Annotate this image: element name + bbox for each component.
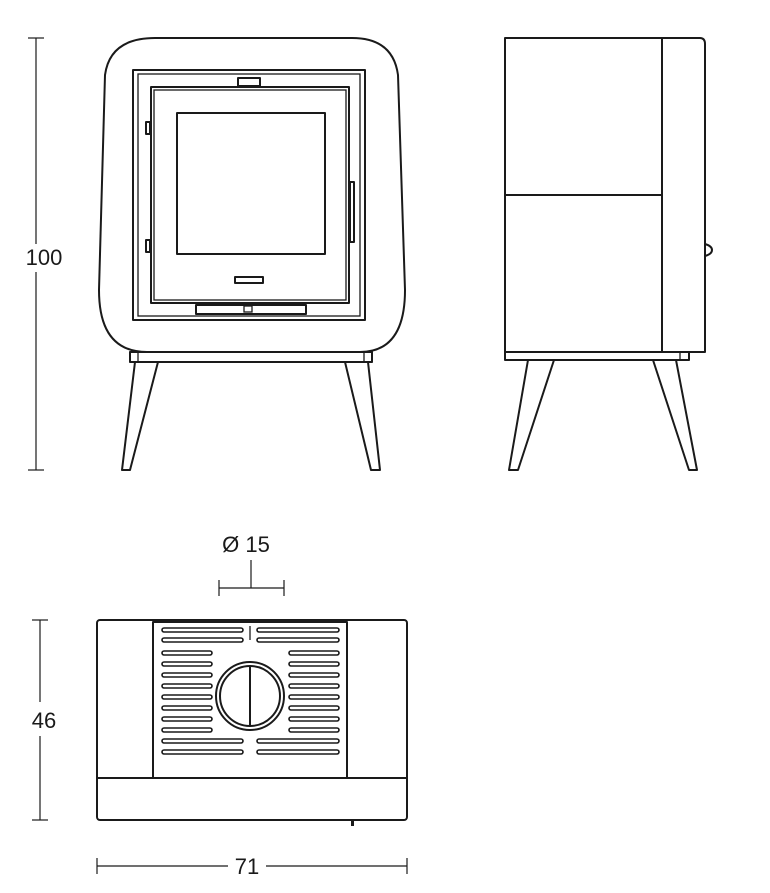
- depth-label: 46: [32, 708, 56, 733]
- front-base-plate: [129, 351, 373, 363]
- height-label: 100: [26, 245, 63, 270]
- grill-slot: [288, 650, 340, 656]
- front-door-frame-inner: [137, 73, 361, 317]
- side-foot-pad: [679, 351, 690, 361]
- grill-slot: [288, 705, 340, 711]
- grill-slot: [161, 727, 213, 733]
- grill-slot: [288, 727, 340, 733]
- top-rear-tab: [351, 820, 354, 826]
- grill-slot: [256, 749, 340, 755]
- width-label: 71: [235, 854, 259, 879]
- grill-slot: [161, 672, 213, 678]
- flue-diameter-label: Ø 15: [222, 532, 270, 557]
- width-dimension: 71: [96, 854, 408, 879]
- top-grill-frame: [152, 621, 348, 779]
- front-foot-pad-left: [129, 351, 139, 363]
- grill-slot: [161, 749, 244, 755]
- grill-slot: [256, 627, 340, 633]
- grill-slot: [161, 694, 213, 700]
- side-body-outline: [504, 37, 706, 353]
- side-leg-right: [652, 359, 698, 471]
- side-door-knob: [704, 243, 713, 257]
- flue-dimension: Ø 15: [218, 532, 285, 596]
- flue-outlet-outer: [215, 661, 285, 731]
- top-grill-slots: [161, 627, 340, 755]
- side-view: [504, 37, 713, 471]
- grill-slot: [288, 683, 340, 689]
- front-hinge-top: [145, 121, 151, 135]
- grill-slot: [288, 661, 340, 667]
- grill-slot: [288, 672, 340, 678]
- front-top-handle: [237, 77, 261, 87]
- grill-slot: [161, 683, 213, 689]
- grill-slot: [288, 694, 340, 700]
- front-hinge-bottom: [145, 239, 151, 253]
- front-door: [150, 86, 350, 304]
- front-air-control: [234, 276, 264, 284]
- grill-slot: [161, 637, 244, 643]
- front-glass-window: [176, 112, 326, 255]
- front-foot-pad-right: [363, 351, 373, 363]
- top-view: [96, 619, 408, 826]
- grill-slot: [288, 716, 340, 722]
- front-leg-left: [121, 361, 159, 471]
- grill-slot: [161, 661, 213, 667]
- grill-slot: [161, 627, 244, 633]
- front-door-latch: [349, 181, 355, 243]
- front-door-inset: [153, 89, 347, 301]
- front-ash-drawer-knob: [243, 305, 253, 313]
- grill-slot: [161, 650, 213, 656]
- front-door-frame-outer: [132, 69, 366, 321]
- depth-dimension: 46: [32, 619, 56, 821]
- side-base-plate: [504, 351, 690, 361]
- grill-slot: [161, 738, 244, 744]
- grill-slot: [161, 716, 213, 722]
- front-ash-drawer: [195, 304, 307, 315]
- front-leg-right: [344, 361, 381, 471]
- height-dimension: 100: [26, 37, 63, 471]
- side-leg-left: [508, 359, 555, 471]
- grill-slot: [256, 637, 340, 643]
- front-view: [98, 37, 406, 471]
- top-body-outline: [96, 619, 408, 821]
- grill-slot: [256, 738, 340, 744]
- grill-slot: [161, 705, 213, 711]
